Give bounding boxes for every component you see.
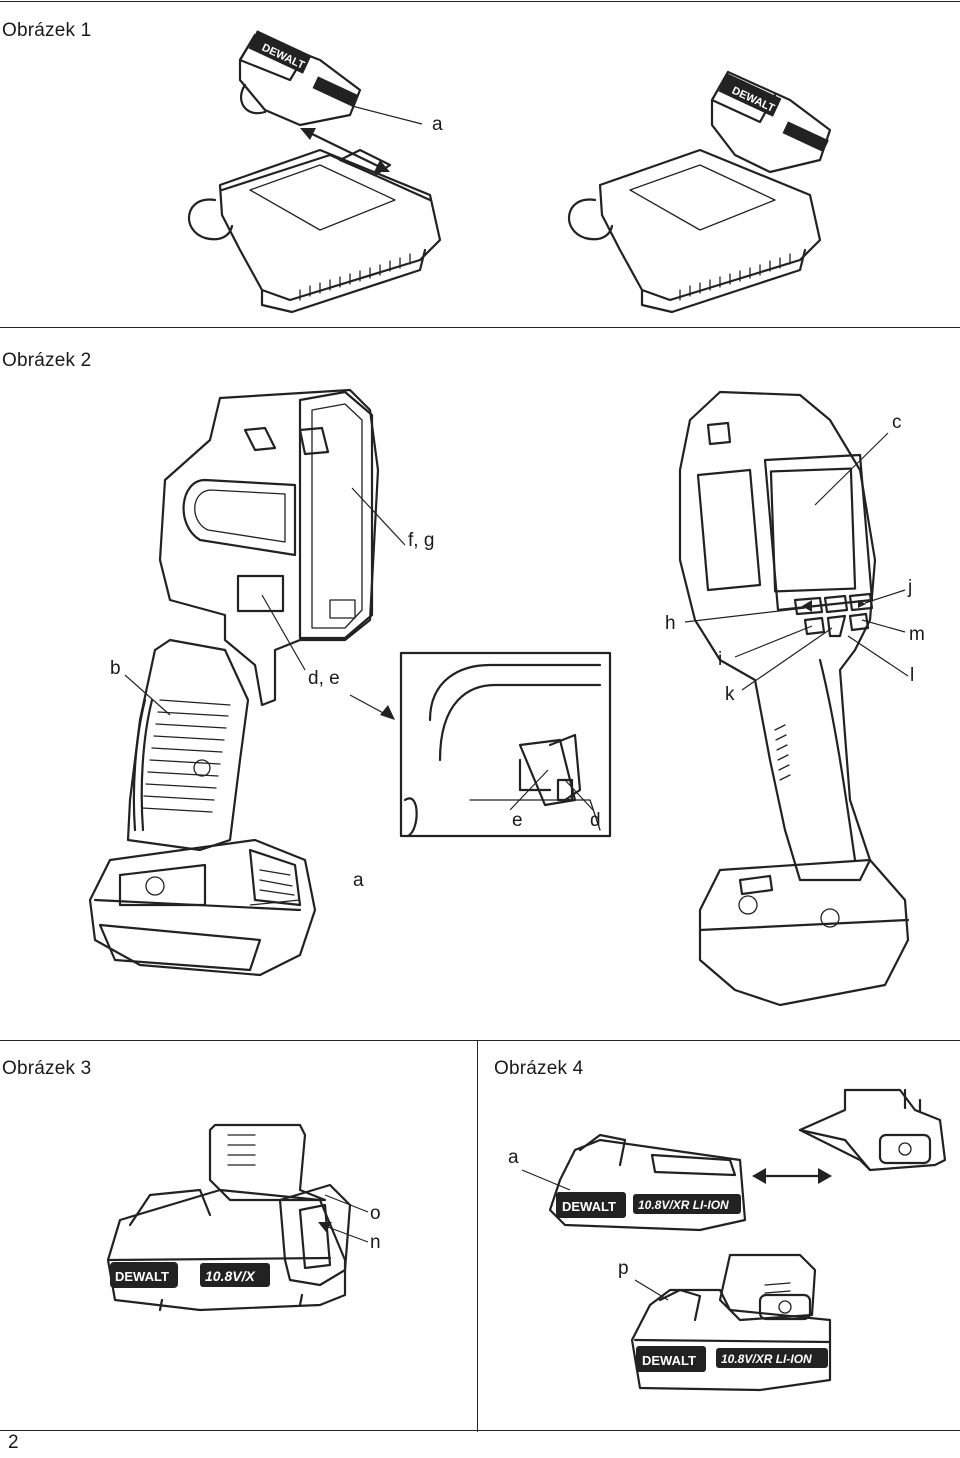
section-rule-1 <box>0 327 960 328</box>
fig2-label-k: k <box>725 684 735 705</box>
caption-figure-1: Obrázek 1 <box>2 20 92 41</box>
fig2-label-a: a <box>353 870 364 891</box>
detail-arrow-icon <box>380 705 395 720</box>
leader-fig3-n <box>324 1225 369 1243</box>
fig3-arrow-icon <box>318 1222 332 1232</box>
fig2-label-d: d <box>590 810 601 831</box>
leader-fig2-c <box>814 432 889 506</box>
leader-fig2-detail-arrow <box>349 694 388 716</box>
fig3-battery-badge: 10.8V/X <box>205 1268 256 1284</box>
caption-figure-2: Obrázek 2 <box>2 350 92 371</box>
leader-fig2-b <box>124 674 171 716</box>
page-number: 2 <box>8 1432 19 1453</box>
fig2-label-h: h <box>665 613 676 634</box>
fig2-label-i: i <box>718 649 723 670</box>
battery-assembled-drawing: DEWALT 10.8V/XR LI-ION <box>630 1253 832 1392</box>
caption-figure-3: Obrázek 3 <box>2 1058 92 1079</box>
fig4-assembled-badge: 10.8V/XR LI-ION <box>721 1352 812 1366</box>
leader-fig1-a <box>351 105 423 125</box>
section-rule-2 <box>0 1040 960 1041</box>
fig4-label-p: p <box>618 1258 629 1279</box>
fig3-battery-logo: DEWALT <box>115 1269 169 1284</box>
camera-rear-drawing <box>88 388 380 977</box>
leader-fig2-h <box>684 607 806 623</box>
fig3-label-o: o <box>370 1203 381 1224</box>
battery-left-drawing: DEWALT <box>238 30 362 127</box>
leader-fig2-k <box>741 627 833 691</box>
fig2-label-m: m <box>909 624 925 645</box>
column-rule <box>477 1040 478 1432</box>
fig2-label-fg: f, g <box>408 530 435 551</box>
belt-clip-drawing: DEWALT 10.8V/X <box>106 1123 352 1312</box>
tool-base-drawing <box>798 1088 947 1172</box>
leader-fig2-m <box>861 619 906 633</box>
fig2-label-de: d, e <box>308 668 340 689</box>
battery-loose-drawing: DEWALT 10.8V/XR LI-ION <box>548 1133 747 1232</box>
fig2-label-l: l <box>910 665 915 686</box>
screen <box>769 467 857 593</box>
caption-figure-4: Obrázek 4 <box>494 1058 584 1079</box>
fig2-label-b: b <box>110 658 121 679</box>
fig4-double-arrow-icon <box>752 1168 832 1184</box>
fig3-label-n: n <box>370 1232 381 1253</box>
fig4-label-a: a <box>508 1147 519 1168</box>
leader-fig2-fg <box>351 487 406 546</box>
leader-fig2-a <box>249 899 301 906</box>
insert-arrow-icon <box>300 128 390 172</box>
fig2-label-c: c <box>892 412 902 433</box>
leader-fig2-d <box>564 779 594 811</box>
detail-inset <box>399 651 612 838</box>
fig4-battery-badge: 10.8V/XR LI-ION <box>638 1198 729 1212</box>
top-rule <box>0 1 960 2</box>
leader-fig4-p <box>634 1279 669 1301</box>
leader-fig2-de <box>261 594 306 671</box>
fig2-label-e: e <box>512 810 523 831</box>
leader-fig3-o <box>324 1194 369 1213</box>
fig4-assembled-logo: DEWALT <box>642 1353 696 1368</box>
bottom-rule <box>0 1430 960 1431</box>
fig1-label-a: a <box>432 114 443 135</box>
leader-fig2-e <box>509 769 549 811</box>
leader-fig4-a <box>521 1169 571 1191</box>
leader-fig2-j <box>864 589 906 604</box>
leader-fig2-i <box>734 625 813 658</box>
leader-fig2-l <box>847 635 909 677</box>
fig2-label-j: j <box>908 577 913 598</box>
fig4-battery-logo: DEWALT <box>562 1199 616 1214</box>
